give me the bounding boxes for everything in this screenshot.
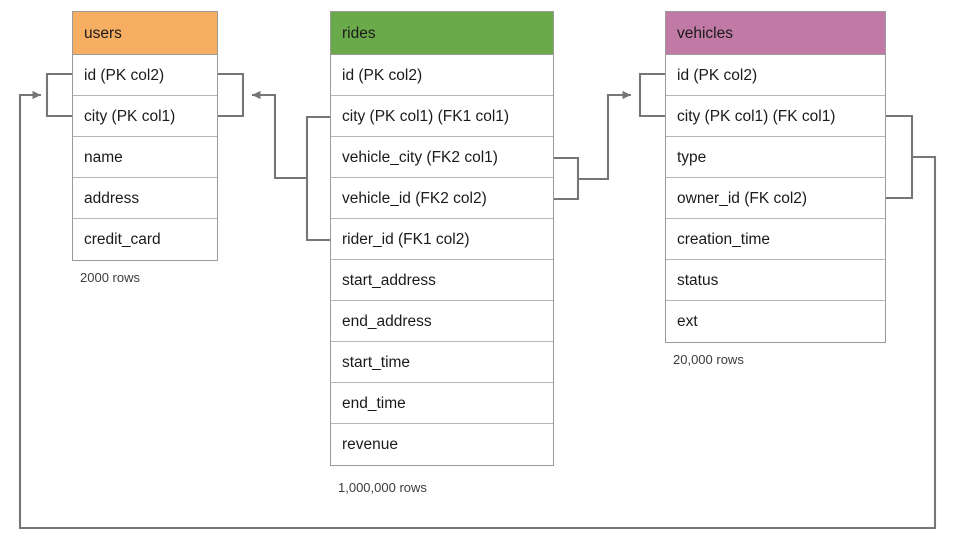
table-rides-row-count: 1,000,000 rows xyxy=(338,480,427,495)
table-users-column-city[interactable]: city (PK col1) xyxy=(73,96,217,137)
table-rides-column-start-time[interactable]: start_time xyxy=(331,342,553,383)
table-rides-column-revenue[interactable]: revenue xyxy=(331,424,553,465)
table-vehicles-column-owner-id[interactable]: owner_id (FK col2) xyxy=(666,178,885,219)
table-rides-column-rider-id[interactable]: rider_id (FK1 col2) xyxy=(331,219,553,260)
table-rides-column-end-time[interactable]: end_time xyxy=(331,383,553,424)
table-users-column-address[interactable]: address xyxy=(73,178,217,219)
table-rides-column-id[interactable]: id (PK col2) xyxy=(331,55,553,96)
connector-vehicles-left-bracket xyxy=(638,72,665,118)
table-vehicles-column-id[interactable]: id (PK col2) xyxy=(666,55,885,96)
connector-rides-fk1-to-users xyxy=(252,90,307,180)
table-users-column-credit-card[interactable]: credit_card xyxy=(73,219,217,260)
table-vehicles-column-creation-time[interactable]: creation_time xyxy=(666,219,885,260)
table-rides-column-end-address[interactable]: end_address xyxy=(331,301,553,342)
table-rides-column-vehicle-city[interactable]: vehicle_city (FK2 col1) xyxy=(331,137,553,178)
connector-rides-fk1-bracket xyxy=(305,115,330,242)
table-users-column-name[interactable]: name xyxy=(73,137,217,178)
table-vehicles-column-city[interactable]: city (PK col1) (FK col1) xyxy=(666,96,885,137)
connector-users-left-bracket xyxy=(45,72,72,118)
table-rides[interactable]: rides id (PK col2) city (PK col1) (FK1 c… xyxy=(330,11,554,466)
table-users[interactable]: users id (PK col2) city (PK col1) name a… xyxy=(72,11,218,261)
table-rides-column-start-address[interactable]: start_address xyxy=(331,260,553,301)
table-rides-column-city[interactable]: city (PK col1) (FK1 col1) xyxy=(331,96,553,137)
table-users-row-count: 2000 rows xyxy=(80,270,140,285)
table-users-column-id[interactable]: id (PK col2) xyxy=(73,55,217,96)
table-vehicles-column-status[interactable]: status xyxy=(666,260,885,301)
table-vehicles[interactable]: vehicles id (PK col2) city (PK col1) (FK… xyxy=(665,11,886,343)
table-vehicles-column-type[interactable]: type xyxy=(666,137,885,178)
table-vehicles-header: vehicles xyxy=(666,12,885,55)
table-vehicles-row-count: 20,000 rows xyxy=(673,352,744,367)
connector-rides-fk2-to-vehicles xyxy=(578,90,631,181)
connector-vehicles-right-bracket xyxy=(886,114,914,200)
table-users-header: users xyxy=(73,12,217,55)
connector-users-right-bracket xyxy=(218,72,245,118)
table-rides-column-vehicle-id[interactable]: vehicle_id (FK2 col2) xyxy=(331,178,553,219)
table-vehicles-column-ext[interactable]: ext xyxy=(666,301,885,342)
table-rides-header: rides xyxy=(331,12,553,55)
connector-rides-fk2-bracket xyxy=(554,156,580,201)
